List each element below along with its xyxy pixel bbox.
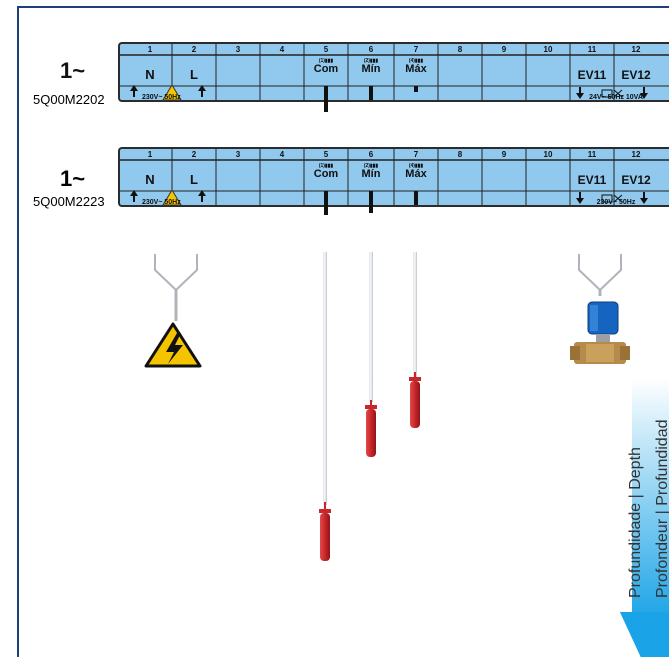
- unit-1-terminal-number: 6: [369, 45, 374, 54]
- unit-1-probe-stub: [369, 86, 373, 100]
- diagram-frame: [17, 6, 669, 657]
- unit-2-terminal-number: 8: [458, 150, 463, 159]
- unit-2-power-arrow: [130, 190, 138, 202]
- unit-2-label-min: Mín: [362, 168, 381, 180]
- unit-2-terminal-number: 11: [588, 150, 597, 159]
- unit-1-terminal-number: 9: [502, 45, 507, 54]
- unit-2-probe-stub: [369, 191, 373, 213]
- unit-1-terminal-number: 3: [236, 45, 241, 54]
- unit-1-model-code: 5Q00M2202: [33, 92, 105, 107]
- unit-2-terminal-number: 12: [632, 150, 641, 159]
- unit-1-label-l: L: [190, 67, 198, 82]
- unit-1-valve-symbol: [601, 89, 613, 98]
- probe-com: [319, 252, 331, 561]
- unit-2-valve-symbol: [601, 194, 613, 203]
- unit-2-terminal-number: 9: [502, 150, 507, 159]
- unit-2-valve-symbol: [613, 194, 623, 203]
- probe-min: [365, 252, 377, 457]
- unit-2-label-com: Com: [314, 168, 339, 180]
- unit-2-terminal-sub-label: (1)▮▮▮: [319, 163, 334, 169]
- unit-1-warning-icon: [162, 84, 182, 101]
- unit-2-label-n: N: [145, 172, 154, 187]
- unit-1-valve-arrow: [576, 87, 584, 99]
- unit-2-terminal-sub-label: (4)▮▮▮: [409, 163, 424, 169]
- depth-arrow: [620, 378, 669, 657]
- unit-1-terminal-number: 8: [458, 45, 463, 54]
- unit-1-terminal-number: 5: [324, 45, 329, 54]
- unit-1-terminal-number: 4: [280, 45, 285, 54]
- unit-2-terminal-number: 3: [236, 150, 241, 159]
- unit-2-probe-stub: [414, 191, 418, 205]
- unit-1-terminal-sub-label: (2)▮▮▮: [364, 58, 379, 64]
- unit-2-probe-stub: [324, 191, 328, 215]
- unit-1-terminal-number: 2: [192, 45, 197, 54]
- unit-1-terminal-sub-label: (1)▮▮▮: [319, 58, 334, 64]
- depth-label-1: Profundidade | Depth: [627, 447, 644, 598]
- unit-1-label-com: Com: [314, 63, 339, 75]
- unit-2-power-text: 230V~ 50Hz: [142, 199, 181, 206]
- unit-1-label-n: N: [145, 67, 154, 82]
- unit-1-power-arrow: [198, 85, 206, 97]
- unit-2-valve-arrow: [640, 192, 648, 204]
- unit-2-terminal-number: 10: [544, 150, 553, 159]
- unit-2-label-ev12: EV12: [621, 173, 651, 187]
- unit-2-phase: 1~: [60, 166, 86, 191]
- depth-label-2: Profondeur | Profundidad: [654, 420, 669, 599]
- unit-1-probe-stub: [324, 86, 328, 112]
- unit-2-terminal-number: 2: [192, 150, 197, 159]
- unit-1-terminal-number: 11: [588, 45, 597, 54]
- unit-2-valve-power-text: 230V~ 50Hz: [597, 199, 636, 206]
- high-voltage-icon: [144, 254, 202, 368]
- unit-2-model-code: 5Q00M2223: [33, 194, 105, 209]
- unit-2-terminal-sub-label: (2)▮▮▮: [364, 163, 379, 169]
- probe-max: [409, 252, 421, 428]
- unit-2-terminal-number: 1: [148, 150, 153, 159]
- unit-2-label-ev11: EV11: [578, 173, 607, 187]
- unit-1-power-text: 230V~ 50Hz: [142, 94, 181, 101]
- unit-2-valve-arrow: [576, 192, 584, 204]
- unit-2-terminal-number: 5: [324, 150, 329, 159]
- unit-1-label-max: Máx: [405, 63, 427, 75]
- unit-2-warning-icon: [162, 189, 182, 206]
- unit-1-valve-power-text: 24V~ 50Hz 10VA: [589, 94, 643, 101]
- solenoid-valve-icon: [570, 254, 630, 368]
- unit-1-terminal-number: 7: [414, 45, 419, 54]
- unit-1-terminal-number: 12: [632, 45, 641, 54]
- unit-2-label-l: L: [190, 172, 198, 187]
- unit-1-label-ev11: EV11: [578, 68, 607, 82]
- unit-2-terminal-number: 4: [280, 150, 285, 159]
- unit-1-power-arrow: [130, 85, 138, 97]
- unit-2-power-arrow: [198, 190, 206, 202]
- unit-1-terminal-number: 10: [544, 45, 553, 54]
- unit-2-terminal-number: 6: [369, 150, 374, 159]
- unit-2-terminal-number: 7: [414, 150, 419, 159]
- unit-1-label-min: Mín: [362, 63, 381, 75]
- unit-1-probe-stub: [414, 86, 418, 92]
- unit-1-terminal-number: 1: [148, 45, 153, 54]
- unit-1-label-ev12: EV12: [621, 68, 651, 82]
- unit-1-valve-symbol: [613, 89, 623, 98]
- unit-1-valve-arrow: [640, 87, 648, 99]
- unit-2-label-max: Máx: [405, 168, 427, 180]
- unit-1-phase: 1~: [60, 58, 86, 83]
- unit-1-terminal-sub-label: (4)▮▮▮: [409, 58, 424, 64]
